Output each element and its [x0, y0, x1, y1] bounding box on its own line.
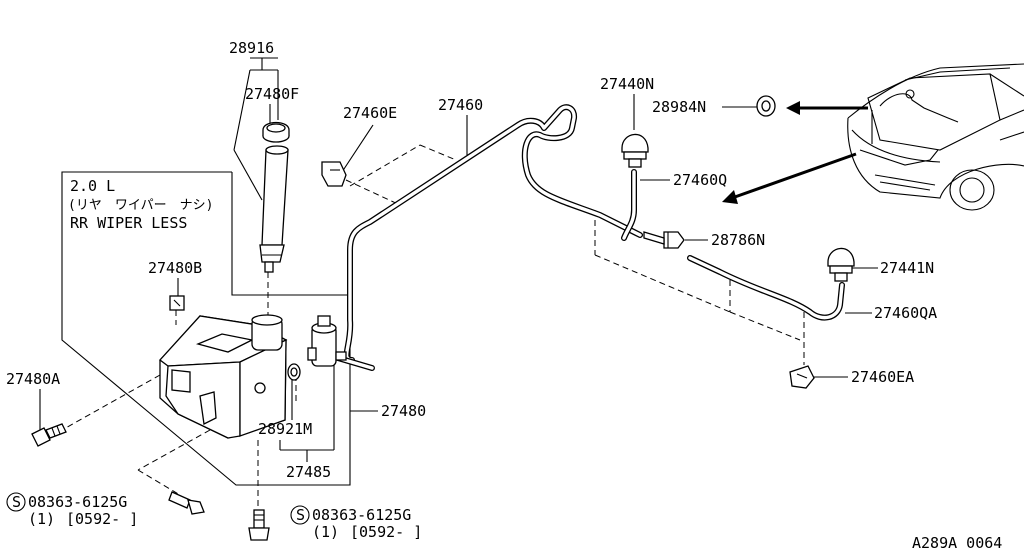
screw-left-partno: 08363-6125G: [28, 493, 127, 511]
screw-right-symbol: S: [296, 506, 305, 524]
label-27460QA: 27460QA: [874, 304, 937, 322]
screw-symbol-right: [290, 505, 310, 525]
washer-hose-27460QA: [687, 255, 845, 321]
screw-left-qty: (1): [28, 510, 55, 528]
leader-lines: [39, 57, 878, 462]
screw-right-qty: (1): [312, 523, 339, 541]
label-27440N: 27440N: [600, 75, 654, 93]
grommet-28921M: [287, 363, 301, 381]
bolt-27480A: [31, 423, 67, 447]
filler-neck: [259, 145, 289, 273]
washer-pump: [307, 315, 347, 367]
washer-tank: [159, 314, 288, 439]
screw-left: [168, 491, 205, 515]
label-27480: 27480: [381, 402, 426, 420]
screw-bottom: [248, 509, 270, 541]
label-27460Q: 27460Q: [673, 171, 727, 189]
grommet-28984N: [756, 95, 776, 117]
screw-right-date: [0592- ]: [350, 523, 422, 541]
label-27460: 27460: [438, 96, 483, 114]
washer-hose-27460Q: [621, 169, 637, 241]
callout-arrows: [722, 101, 868, 204]
screw-left-date: [0592- ]: [66, 510, 138, 528]
nozzle-27440N: [621, 133, 649, 168]
hose-clip-27460E: [321, 161, 347, 187]
variant-en: RR WIPER LESS: [70, 214, 187, 232]
label-27460EA: 27460EA: [851, 368, 914, 386]
label-28786N: 28786N: [711, 231, 765, 249]
clip-nut-27480B: [169, 295, 185, 311]
label-27460E: 27460E: [343, 104, 397, 122]
screw-symbol-left: [6, 492, 26, 512]
check-valve-28786N: [643, 231, 685, 249]
diagram-id: A289A 0064: [912, 534, 1002, 552]
filler-cap: [262, 121, 290, 143]
label-28916: 28916: [229, 39, 274, 57]
nozzle-27441N: [827, 247, 855, 282]
label-27480F: 27480F: [245, 85, 299, 103]
label-27441N: 27441N: [880, 259, 934, 277]
variant-engine: 2.0 L: [70, 177, 115, 195]
label-27480B: 27480B: [148, 259, 202, 277]
label-27480A: 27480A: [6, 370, 60, 388]
screw-left-symbol: S: [12, 493, 21, 511]
washer-hose-27460: [343, 104, 643, 363]
vehicle-illustration: [847, 63, 1024, 211]
hose-clip-27460EA: [789, 365, 815, 389]
label-28984N: 28984N: [652, 98, 706, 116]
variant-box: [61, 171, 351, 486]
screw-right-partno: 08363-6125G: [312, 506, 411, 524]
label-28921M: 28921M: [258, 420, 312, 438]
label-27485: 27485: [286, 463, 331, 481]
variant-jp: (リヤ ワイパー ナシ): [68, 198, 213, 213]
